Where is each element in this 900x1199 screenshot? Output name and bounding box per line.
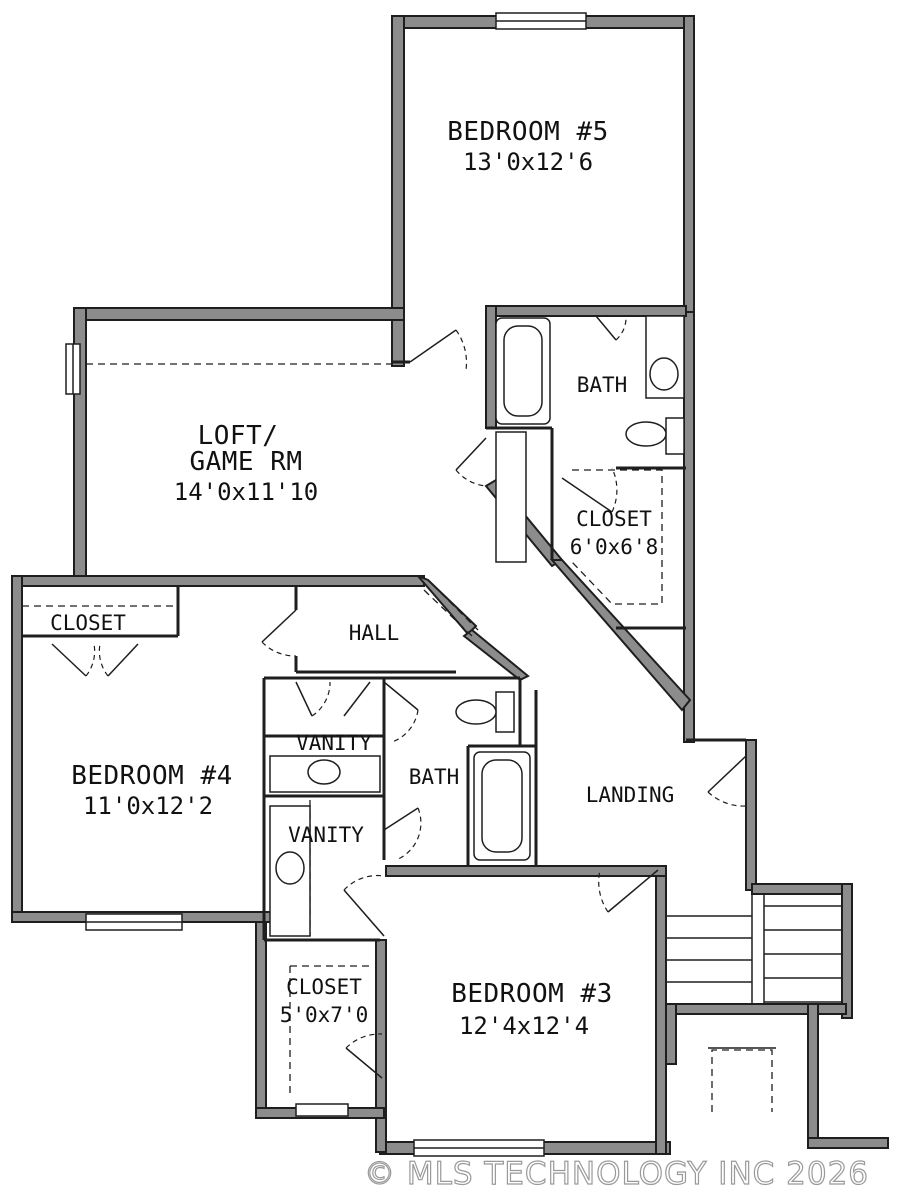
bedroom-3-name: BEDROOM #3: [451, 979, 613, 1009]
sink-icon: [275, 851, 305, 885]
bedroom-5-dims: 13'0x12'6: [463, 148, 593, 176]
upper-closet-name: CLOSET: [576, 507, 652, 531]
lower-closet-dims: 5'0x7'0: [280, 1003, 369, 1027]
lower-closet-name: CLOSET: [286, 975, 362, 999]
sink-icon: [649, 357, 679, 391]
bedroom-4-name: BEDROOM #4: [71, 761, 233, 791]
stairs: [666, 890, 842, 1004]
door-swings: [51, 315, 747, 1079]
bedroom-5-name: BEDROOM #5: [447, 117, 609, 147]
bedroom-3-dims: 12'4x12'4: [459, 1012, 589, 1040]
bedroom-4-closet-name: CLOSET: [50, 611, 126, 635]
fixtures: [269, 315, 685, 937]
toilet-icon: [625, 421, 667, 447]
upper-bath-name: BATH: [577, 373, 628, 397]
upper-closet-dims: 6'0x6'8: [570, 535, 659, 559]
lower-bath-name: BATH: [409, 765, 460, 789]
loft-name-line2: GAME RM: [189, 447, 302, 477]
exterior-walls: [11, 15, 889, 1155]
copyright-watermark: © MLS TECHNOLOGY INC 2026: [364, 1156, 869, 1192]
bedroom-4-dims: 11'0x12'2: [83, 792, 213, 820]
loft-name-line1: LOFT/: [198, 421, 279, 451]
vanity-2-name: VANITY: [288, 823, 364, 847]
room-labels: BEDROOM #5 13'0x12'6 BATH LOFT/ GAME RM …: [50, 117, 674, 1040]
windows: [65, 12, 587, 1157]
toilet-icon: [455, 699, 497, 725]
hall-name: HALL: [349, 621, 400, 645]
landing-name: LANDING: [586, 783, 675, 807]
vanity-1-name: VANITY: [296, 731, 372, 755]
sink-icon: [307, 759, 341, 785]
loft-dims: 14'0x11'10: [174, 478, 319, 506]
